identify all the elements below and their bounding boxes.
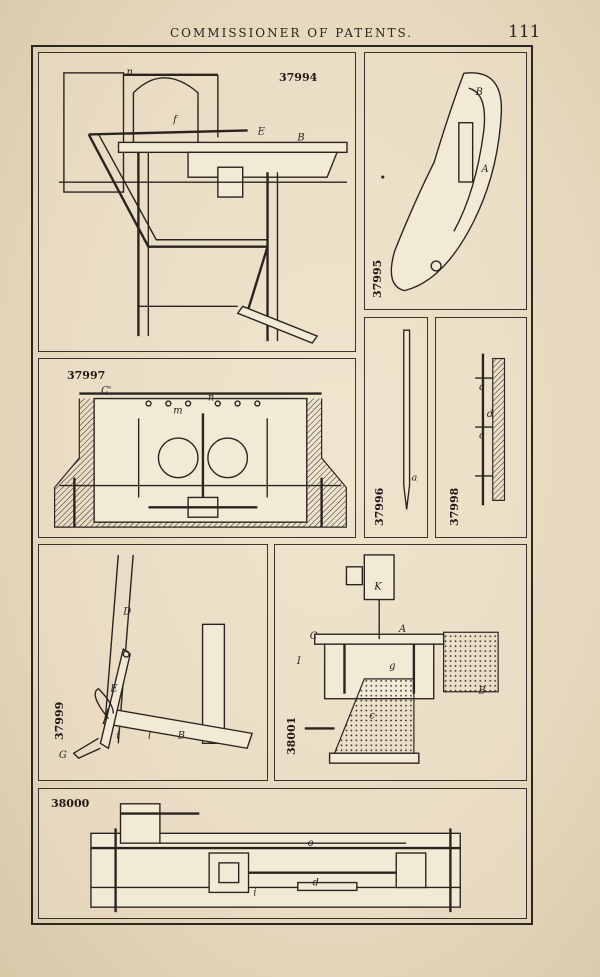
letter-i: i [253,887,256,898]
plate-frame: n f E B 37994 B A 37995 [31,45,533,925]
plate-label-37996: 37996 [373,487,386,526]
letter-c-1: c [479,382,485,393]
letter-o: o [308,838,314,849]
letter-B: B [475,87,483,98]
letter-B: B [177,730,185,741]
plate-37998: c d c 37998 [435,317,527,538]
letter-n: n [208,393,214,404]
plate-37999: D E B G i l 37999 [38,544,268,781]
plate-label-38001: 38001 [285,716,298,755]
letter-d: d [313,878,319,889]
letter-d: d [487,409,493,420]
letter-C: C [310,631,318,642]
plate-37994: n f E B 37994 [38,52,356,352]
letter-D: D [122,606,131,617]
page-header: COMMISSIONER OF PATENTS. 111 [0,22,600,44]
letter-E: E [109,684,118,695]
plate-38001: K C I A B c g 38001 [274,544,527,781]
letter-I: I [296,656,302,667]
plate-37996: a 37996 [364,317,428,538]
letter-n: n [126,67,132,78]
plate-label-37999: 37999 [53,701,66,740]
bolt-row [145,400,261,407]
plate-38000: o i d 38000 [38,788,527,919]
plate-label-37998: 37998 [448,487,461,526]
letter-f: f [172,115,179,126]
letter-E: E [257,126,266,137]
plate-37997: C' n m 37997 [38,358,356,538]
letter-a: a [412,472,418,483]
plate-label-37995: 37995 [371,259,384,298]
drawing-38001: K C I A B c g [296,554,499,764]
letter-c: c [369,711,375,722]
plate-label-38000: 38000 [51,797,90,810]
page-number: 111 [508,22,541,42]
plate-label-37994: 37994 [279,71,318,84]
letter-B: B [296,132,304,143]
letter-K: K [373,582,382,593]
drawing-37999: D E B G i l [59,554,254,761]
letter-g: g [389,661,395,672]
drawing-37998: c d c [475,353,506,506]
letter-A: A [481,164,489,175]
drawing-37997: C' n m [54,386,347,528]
drawing-38000: o i d [90,803,461,913]
letter-C-prime: C' [101,386,111,397]
letter-G: G [59,750,67,761]
letter-A: A [398,624,406,635]
drawing-37995: B A [381,72,503,292]
drawing-37996: a [403,329,418,510]
letter-l: l [148,730,151,741]
letter-m: m [173,405,182,416]
letter-B: B [477,686,485,697]
plate-label-37997: 37997 [67,369,106,382]
plate-37995: B A 37995 [364,52,527,310]
drawing-37994: n f E B [58,67,348,344]
letter-c-2: c [479,431,485,442]
header-title: COMMISSIONER OF PATENTS. [170,26,414,40]
letter-i: i [116,730,119,741]
